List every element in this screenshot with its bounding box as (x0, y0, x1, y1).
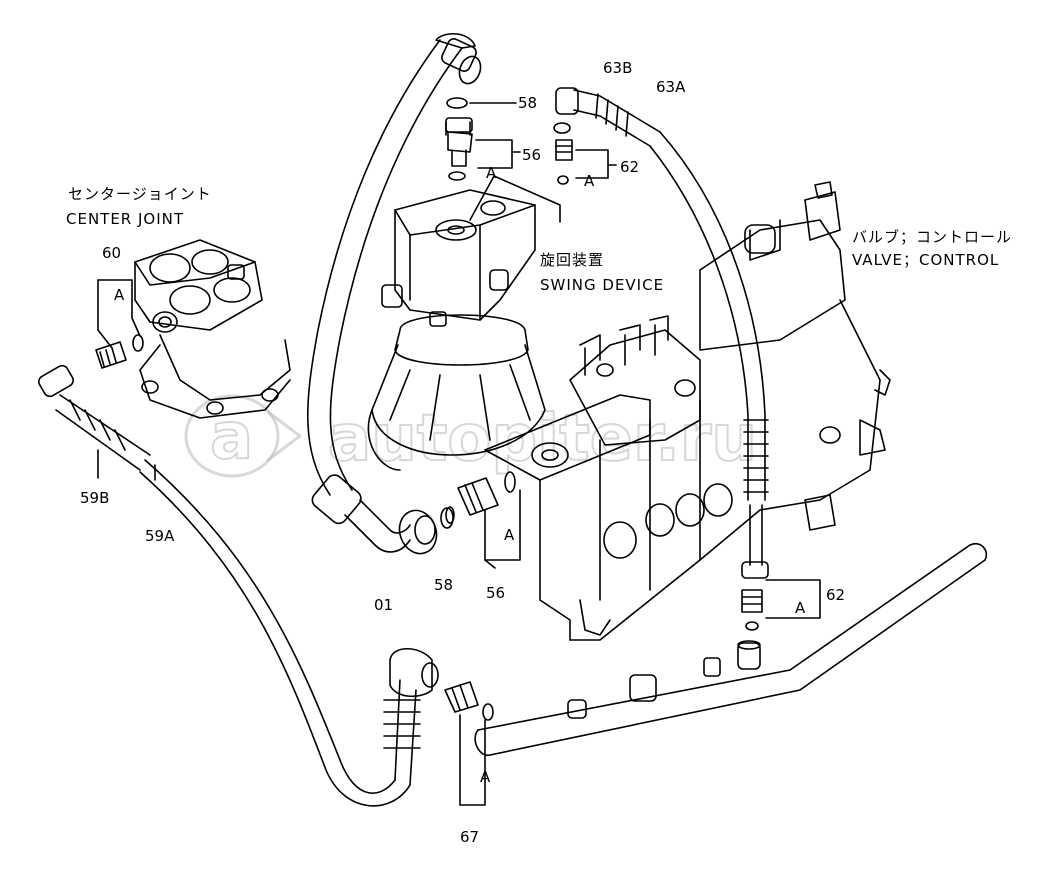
part-number-58-bottom: 58 (434, 576, 453, 594)
part-number-01: 01 (374, 596, 393, 614)
hose-59 (38, 364, 439, 807)
fitting-60 (95, 279, 144, 369)
fitting-62-bottom (741, 579, 821, 631)
label-swing-device-jp: 旋回装置 (540, 251, 604, 269)
part-number-67: 67 (460, 828, 479, 846)
part-number-58-top: 58 (518, 94, 537, 112)
fitting-58-56-top (445, 97, 561, 223)
label-valve-control-jp: バルブ；コントロール (852, 228, 1012, 246)
part-number-59b: 59B (80, 489, 109, 507)
fitting-62-top (555, 139, 617, 185)
part-number-62-top: 62 (620, 158, 639, 176)
swing-device (367, 189, 546, 471)
control-valve (484, 181, 891, 641)
callout-a-56-bottom: A (504, 526, 515, 544)
part-number-63b: 63B (603, 59, 632, 77)
part-number-63a: 63A (656, 78, 686, 96)
fitting-58-56-bottom (445, 471, 521, 569)
center-joint (134, 239, 291, 419)
part-number-62-bottom: 62 (826, 586, 845, 604)
callout-a-60: A (114, 286, 125, 304)
callout-a-56-top: A (486, 164, 497, 182)
part-number-56-top: 56 (522, 146, 541, 164)
pipe-tube (474, 542, 988, 756)
label-swing-device-en: SWING DEVICE (540, 276, 664, 294)
hose-01 (307, 33, 482, 555)
svg-text:a: a (210, 400, 253, 474)
label-center-joint-en: CENTER JOINT (66, 210, 184, 228)
label-valve-control-en: VALVE；CONTROL (852, 251, 999, 269)
label-center-joint-jp: センタージョイント (68, 185, 212, 203)
callout-a-67: A (480, 768, 491, 786)
part-number-60: 60 (102, 244, 121, 262)
watermark-logo: a (184, 394, 302, 478)
callout-a-62-top: A (584, 172, 595, 190)
callout-a-62-bottom: A (795, 599, 806, 617)
part-number-56-bottom: 56 (486, 584, 505, 602)
hose-63 (553, 87, 769, 579)
part-number-59a: 59A (145, 527, 175, 545)
fitting-67 (444, 681, 494, 806)
